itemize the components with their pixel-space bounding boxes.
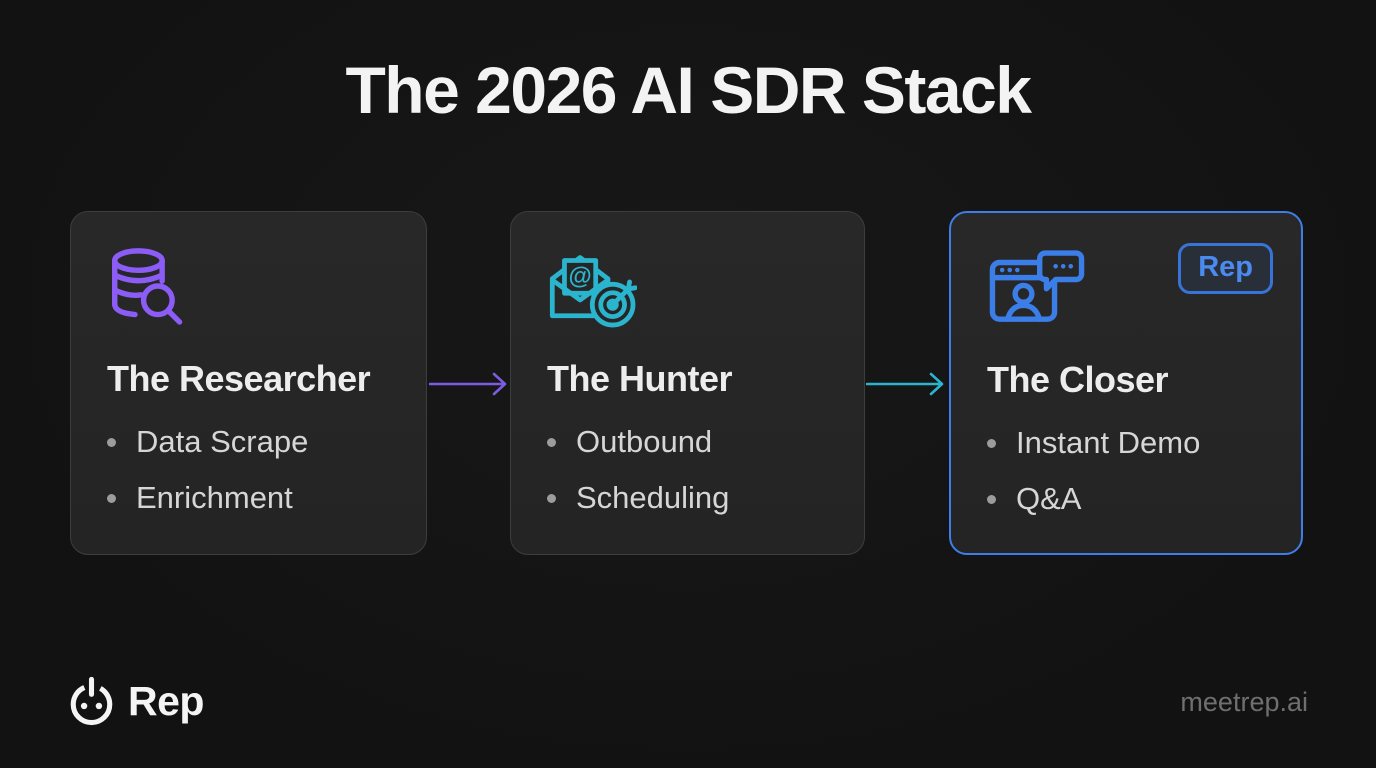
database-search-icon: [107, 244, 390, 332]
card-closer: Rep The Closer Instant Demo Q&A: [949, 211, 1303, 555]
bullet-label: Outbound: [576, 424, 713, 459]
website-link: meetrep.ai: [1180, 687, 1308, 717]
bullet-label: Instant Demo: [1016, 425, 1201, 460]
bullet-dot-icon: [987, 494, 996, 504]
bullet-dot-icon: [547, 493, 556, 503]
bullet-label: Q&A: [1016, 481, 1082, 516]
card-hunter: @ The Hunter Outbound Scheduling: [510, 211, 865, 555]
envelope-target-icon: @: [547, 244, 828, 332]
brand-name: Rep: [128, 677, 204, 724]
svg-text:@: @: [568, 263, 591, 290]
card-closer-bullets: Instant Demo Q&A: [987, 425, 1265, 517]
bullet-dot-icon: [107, 493, 116, 503]
rep-badge: Rep: [1178, 243, 1273, 294]
arrow-hunter-to-closer: [866, 372, 944, 396]
bullet-label: Scheduling: [576, 480, 730, 515]
bullet-label: Data Scrape: [136, 424, 309, 459]
power-face-logo-icon: [70, 676, 113, 726]
card-closer-title: The Closer: [987, 359, 1169, 400]
bullet-dot-icon: [547, 437, 556, 447]
bullet-item: Enrichment: [107, 480, 390, 516]
bullet-item: Instant Demo: [987, 425, 1265, 461]
card-researcher: The Researcher Data Scrape Enrichment: [70, 211, 427, 555]
arrow-researcher-to-hunter: [429, 372, 507, 396]
footer-brand: Rep: [66, 675, 204, 727]
card-hunter-title: The Hunter: [547, 358, 733, 399]
bullet-item: Q&A: [987, 481, 1265, 517]
card-researcher-title: The Researcher: [107, 358, 371, 399]
bullet-item: Outbound: [547, 424, 828, 460]
bullet-item: Data Scrape: [107, 424, 390, 460]
card-hunter-bullets: Outbound Scheduling: [547, 424, 828, 516]
card-researcher-bullets: Data Scrape Enrichment: [107, 424, 390, 516]
bullet-dot-icon: [107, 437, 116, 447]
bullet-label: Enrichment: [136, 480, 293, 515]
bullet-item: Scheduling: [547, 480, 828, 516]
video-call-chat-icon: [987, 245, 1265, 333]
bullet-dot-icon: [987, 438, 996, 448]
page-title: The 2026 AI SDR Stack: [345, 53, 1032, 127]
